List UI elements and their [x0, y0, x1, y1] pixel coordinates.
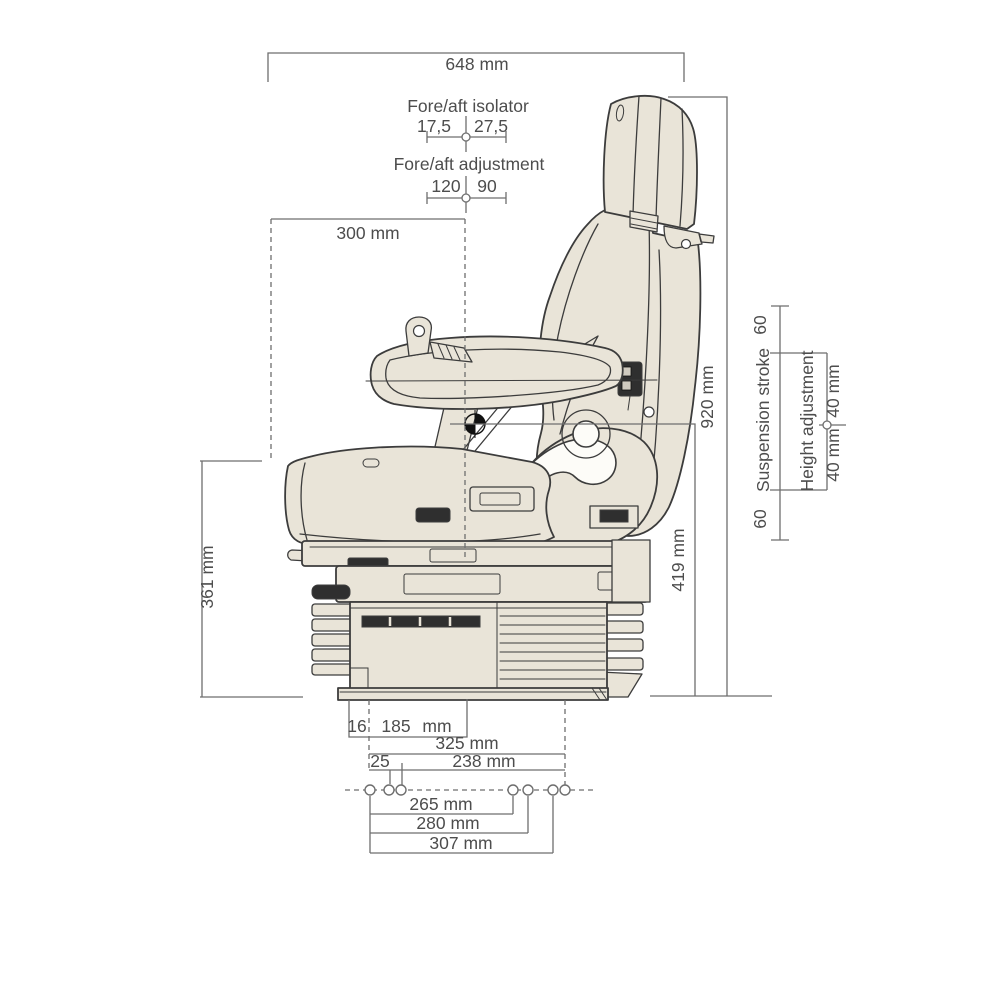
dim-648-label: 648 mm: [445, 54, 508, 74]
slide-latch: [415, 507, 451, 523]
height-adj-up-value: 40 mm: [823, 364, 843, 417]
dim-361-label: 361 mm: [197, 545, 217, 608]
bellows-slot-gaps: [388, 617, 452, 626]
mounting-hole: [522, 784, 534, 796]
bellows-ribs: [499, 615, 606, 680]
rear-bracket-slot: [599, 509, 629, 523]
stroke-top-value: 60: [750, 315, 770, 335]
dim-325-label: 325 mm: [435, 733, 498, 753]
sip-quadrant-ne: [475, 414, 485, 424]
tab-hole: [412, 324, 426, 338]
dim-280-label: 280 mm: [416, 813, 479, 833]
mounting-hole: [383, 784, 395, 796]
dim-238-lines: [369, 763, 565, 786]
seat-illustration: [284, 94, 715, 701]
dim-16-label: 16: [347, 716, 366, 736]
isolator-title: Fore/aft isolator: [407, 96, 529, 116]
dim-307-label: 307 mm: [429, 833, 492, 853]
dim-419-label: 419 mm: [668, 528, 688, 591]
base-plate: [337, 687, 609, 701]
dim-185-label: 185: [381, 716, 410, 736]
dim-361-lines: [200, 460, 303, 698]
backrest-pivot-bolt: [643, 406, 655, 418]
headrest-guide-lines: [630, 217, 658, 230]
dimension-annotations: 648 mm Fore/aft isolator 17,5 27,5 Fore/…: [197, 52, 846, 854]
dim-185-unit: mm: [422, 716, 451, 736]
latch-bolt: [680, 238, 692, 250]
adjustment-right-value: 90: [477, 176, 497, 196]
bellows-body: [349, 601, 608, 691]
dim-25-label: 25: [370, 751, 389, 771]
frame-detail-left: [403, 573, 501, 595]
mounting-hole: [559, 784, 571, 796]
headrest: [602, 94, 698, 230]
stroke-bottom-value: 60: [750, 509, 770, 529]
headrest-notch: [615, 104, 625, 122]
dim-238-label: 238 mm: [452, 751, 515, 771]
dim-648-bracket: [267, 52, 685, 82]
isolator-datum-crosshair-icon: [461, 132, 471, 142]
tab-roller: [429, 341, 473, 363]
base-plate-hatch: [591, 687, 608, 701]
swivel-handle: [311, 584, 351, 600]
headrest-latch: [663, 225, 715, 249]
headrest-seam-lines: [632, 95, 684, 227]
rear-suspension-bracket: [611, 539, 651, 603]
mounting-hole: [547, 784, 559, 796]
isolator-right-value: 27,5: [474, 116, 508, 136]
tilt-slot: [479, 492, 521, 506]
adjustment-left-value: 120: [431, 176, 460, 196]
mounting-hole: [507, 784, 519, 796]
recliner-pivot-outer: [561, 409, 611, 459]
swivel-frame-band: [335, 565, 649, 603]
dim-920-line: [668, 96, 728, 696]
adjustment-title: Fore/aft adjustment: [394, 154, 545, 174]
adjustment-datum-crosshair-icon: [461, 193, 471, 203]
dim-265-label: 265 mm: [409, 794, 472, 814]
dim-185-bracket: [348, 699, 468, 738]
hole-connector-lines: [369, 796, 554, 853]
suspension-dim-lines: [770, 305, 846, 541]
dim-419-line: [450, 423, 696, 696]
connector-plug-bottom: [621, 380, 632, 391]
dim-920-label: 920 mm: [697, 365, 717, 428]
sip-quadrant-sw: [465, 424, 475, 434]
isolator-dim-lines: [426, 116, 507, 152]
cushion-button: [362, 458, 380, 468]
armrest-inner-outline: [385, 348, 612, 400]
backrest-seam-lines: [521, 221, 662, 503]
armrest-pivot-line: [365, 379, 658, 382]
rail-detail: [429, 548, 477, 563]
recliner-pivot-inner: [572, 420, 600, 448]
adjustment-dim-lines: [426, 176, 507, 213]
height-adj-crosshair-icon: [822, 420, 832, 430]
tab-roller-ribs: [437, 343, 461, 361]
stroke-title: Suspension stroke: [753, 348, 773, 492]
mounting-hole: [364, 784, 376, 796]
isolator-left-value: 17,5: [417, 116, 451, 136]
headrest-guide: [629, 210, 659, 233]
height-adj-title: Height adjustment: [797, 350, 817, 491]
seat-cushion: [284, 445, 555, 552]
height-adj-down-value: 40 mm: [823, 428, 843, 481]
dim-300-label: 300 mm: [336, 223, 399, 243]
mounting-hole: [395, 784, 407, 796]
